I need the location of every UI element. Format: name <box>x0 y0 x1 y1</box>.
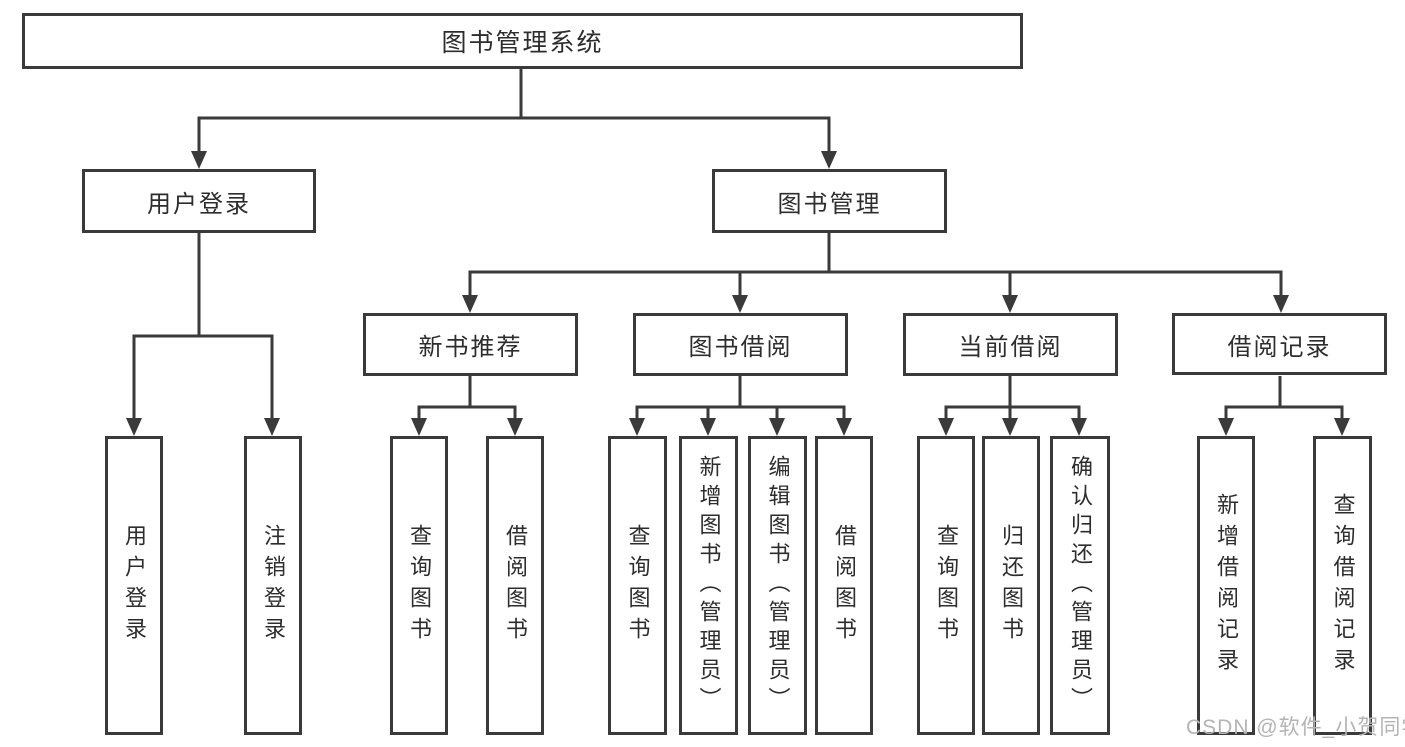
leaf-user-login-label: 用户登录 <box>122 523 147 648</box>
leaf-return-books: 归还图书 <box>982 436 1040 735</box>
node-book-borrow: 图书借阅 <box>633 313 848 376</box>
csdn-watermark: CSDN @软件_小贺同学 <box>1186 716 1405 739</box>
leaf-borrow-books-label: 借阅图书 <box>832 523 857 648</box>
leaf-query-books-recommend: 查询图书 <box>390 436 448 735</box>
leaf-query-borrow-record-label: 查询借阅记录 <box>1330 492 1356 679</box>
leaf-query-books-borrow-label: 查询图书 <box>625 523 651 648</box>
node-borrow-records: 借阅记录 <box>1172 313 1387 375</box>
node-user-login: 用户登录 <box>82 169 316 233</box>
leaf-confirm-return-admin-label: 确认归还（管理员） <box>1068 455 1093 716</box>
node-book-management: 图书管理 <box>712 169 947 233</box>
leaf-borrow-books-recommend: 借阅图书 <box>486 436 544 735</box>
leaf-query-borrow-record: 查询借阅记录 <box>1313 436 1372 735</box>
leaf-query-books-borrow: 查询图书 <box>608 436 667 735</box>
leaf-add-borrow-record-label: 新增借阅记录 <box>1214 492 1239 679</box>
node-user-login-label: 用户登录 <box>147 190 251 218</box>
leaf-add-borrow-record: 新增借阅记录 <box>1197 436 1255 735</box>
leaf-logout: 注销登录 <box>244 436 302 735</box>
leaf-logout-label: 注销登录 <box>261 523 286 648</box>
leaf-edit-books-admin: 编辑图书（管理员） <box>748 436 807 735</box>
leaf-borrow-books: 借阅图书 <box>815 436 873 735</box>
leaf-add-books-admin: 新增图书（管理员） <box>679 436 738 735</box>
leaf-query-books-recommend-label: 查询图书 <box>407 523 432 648</box>
node-library-system-label: 图书管理系统 <box>441 29 604 57</box>
node-borrow-records-label: 借阅记录 <box>1227 333 1332 361</box>
leaf-borrow-books-recommend-label: 借阅图书 <box>503 523 528 648</box>
node-book-management-label: 图书管理 <box>777 190 882 218</box>
leaf-add-books-admin-label: 新增图书（管理员） <box>696 455 722 716</box>
leaf-confirm-return-admin: 确认归还（管理员） <box>1050 436 1110 735</box>
node-book-borrow-label: 图书借阅 <box>688 334 793 361</box>
node-current-borrow-label: 当前借阅 <box>958 334 1063 361</box>
node-current-borrow: 当前借阅 <box>903 313 1118 376</box>
leaf-query-books-current-label: 查询图书 <box>934 523 959 648</box>
node-new-book-recommend-label: 新书推荐 <box>418 334 523 361</box>
node-library-system: 图书管理系统 <box>22 13 1023 69</box>
leaf-edit-books-admin-label: 编辑图书（管理员） <box>765 455 791 716</box>
node-new-book-recommend: 新书推荐 <box>363 313 578 376</box>
leaf-return-books-label: 归还图书 <box>999 523 1024 648</box>
leaf-query-books-current: 查询图书 <box>917 436 975 735</box>
leaf-user-login: 用户登录 <box>105 436 163 735</box>
arrowheads <box>126 151 1350 436</box>
